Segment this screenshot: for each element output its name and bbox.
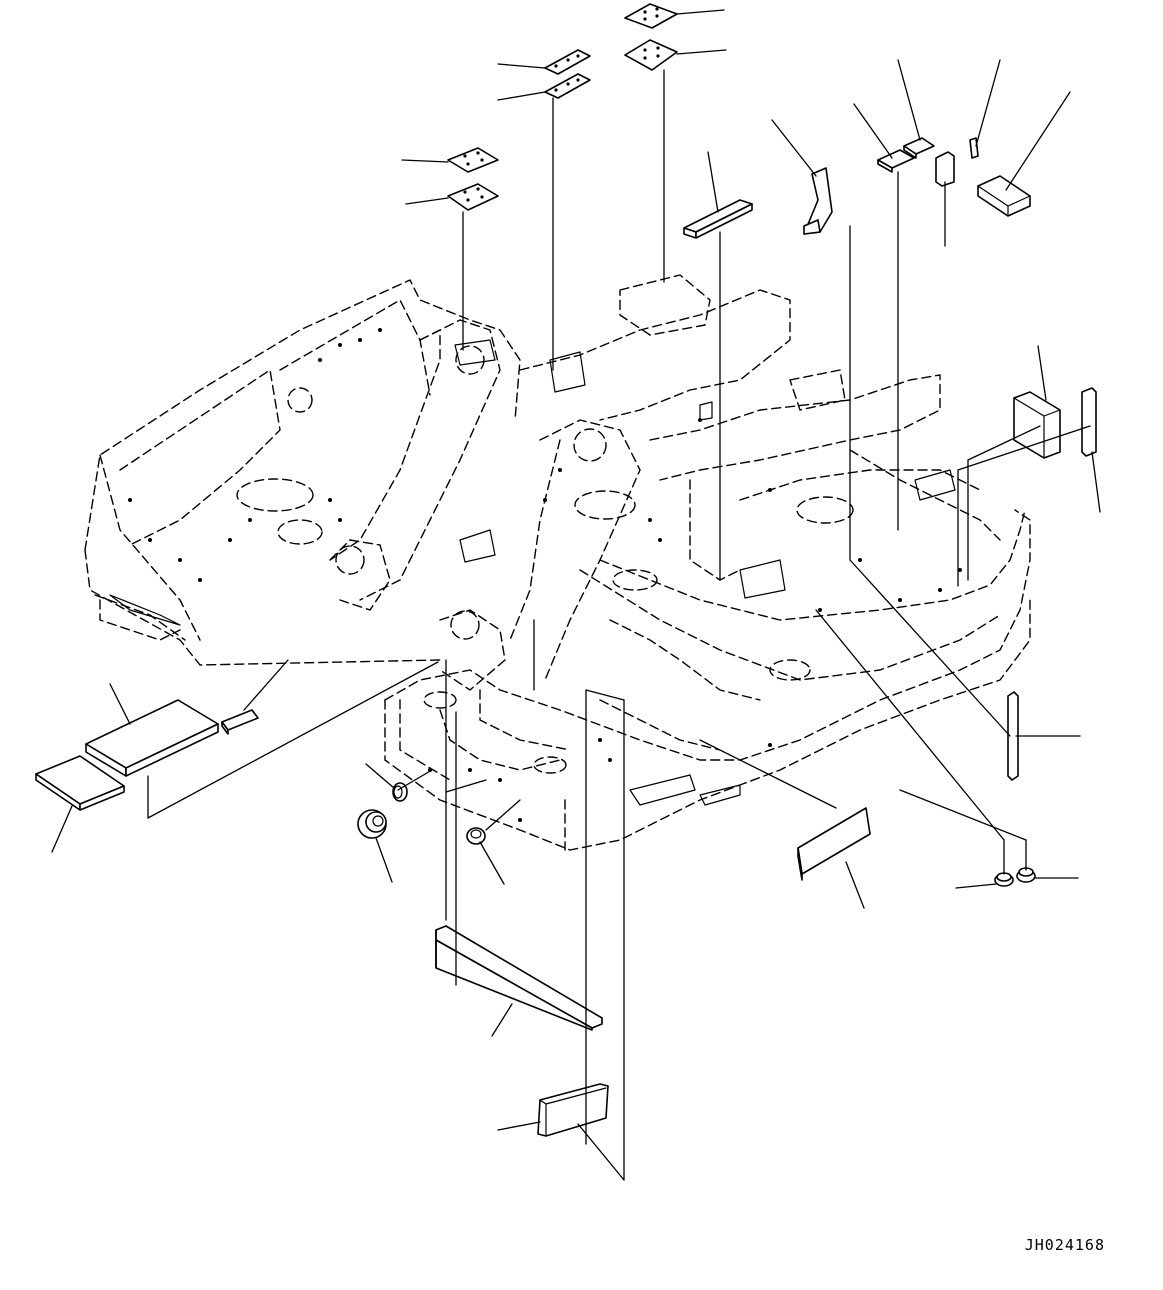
small-pad-1 — [877, 149, 915, 173]
revolving-frame — [84, 274, 1031, 851]
long-front-pad — [435, 925, 603, 1031]
grommet-2 — [357, 809, 387, 839]
pad-plate-1 — [544, 49, 591, 75]
parts — [35, 3, 1097, 1137]
rubber-bar — [683, 199, 753, 239]
pad-square-2 — [447, 183, 499, 211]
pad-right-2 — [1081, 387, 1097, 457]
pad-plate-2 — [544, 73, 591, 99]
grommet-3 — [466, 827, 486, 845]
long-block — [977, 175, 1031, 217]
mat-left-small — [35, 755, 125, 811]
pad-top-2 — [624, 39, 678, 71]
block-cube — [935, 151, 955, 187]
block-thin — [969, 137, 979, 159]
leader-lines — [51, 9, 1101, 1181]
small-pad-2 — [903, 137, 935, 159]
mat-left-large — [85, 699, 219, 777]
angled-block — [803, 167, 833, 235]
pad-right-1 — [1013, 391, 1061, 459]
pad-square-1 — [447, 147, 499, 173]
pad-lower-right — [797, 807, 871, 881]
drawing-code: JH024168 — [1024, 1236, 1105, 1254]
bent-plate — [537, 1083, 609, 1137]
plug-1 — [994, 872, 1014, 887]
pad-left-tiny — [221, 709, 259, 735]
pad-top-1 — [624, 3, 678, 29]
pad-vertical — [1007, 691, 1019, 781]
